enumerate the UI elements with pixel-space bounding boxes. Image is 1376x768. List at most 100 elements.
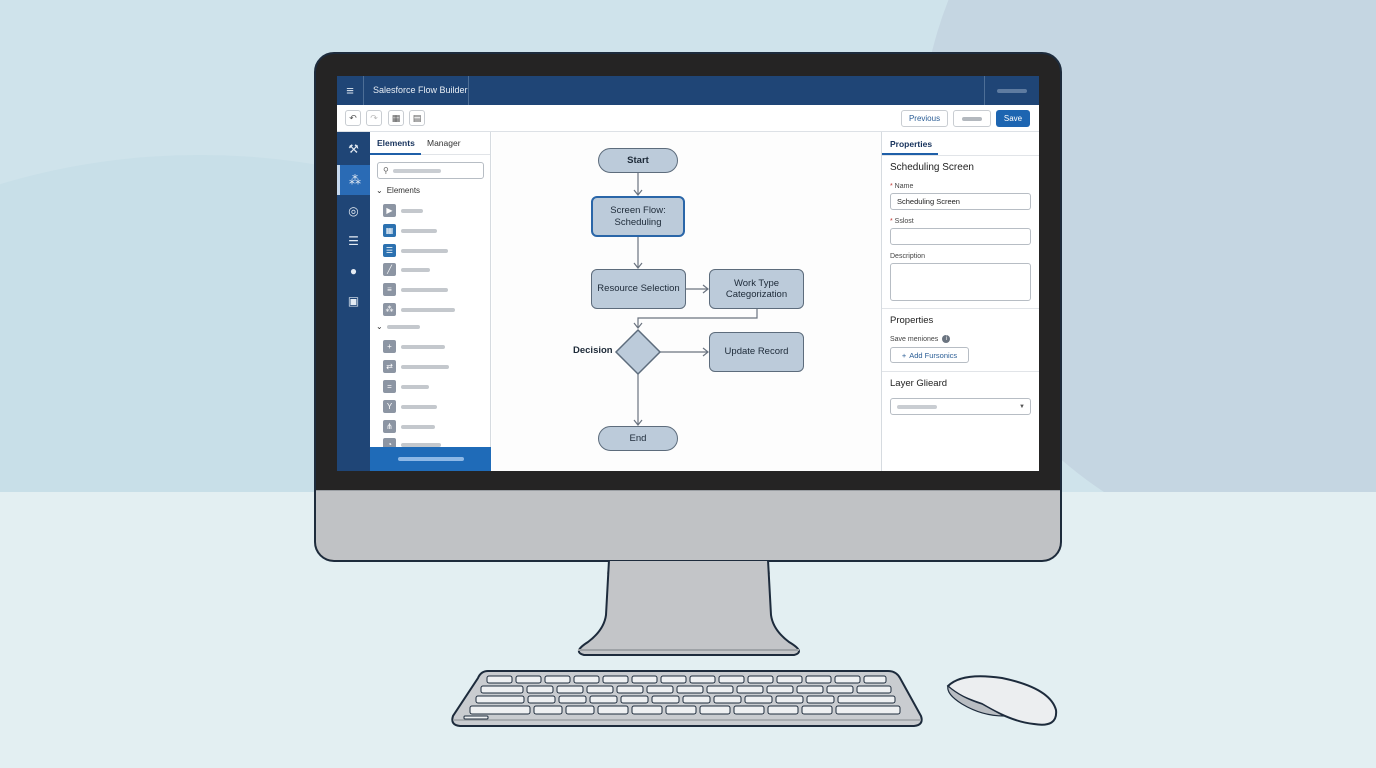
element-title: Scheduling Screen xyxy=(890,162,974,173)
circle-icon: ● xyxy=(349,264,358,278)
placeholder-bar xyxy=(401,267,430,272)
placeholder-bar xyxy=(401,364,449,369)
rail-item-magic-wand[interactable]: ⚒ xyxy=(337,134,370,164)
placeholder-bar xyxy=(997,88,1027,93)
divider xyxy=(882,371,1039,372)
section-group2-header[interactable]: ⌄ xyxy=(376,322,420,331)
app-header: ≡ Salesforce Flow Builder xyxy=(337,76,1039,105)
list-item[interactable]: ⁂ xyxy=(383,303,455,316)
list-item[interactable]: ⋔ xyxy=(383,420,435,433)
keyboard xyxy=(451,670,923,727)
description-field[interactable] xyxy=(890,263,1031,301)
grid-icon: ▦ xyxy=(391,112,401,123)
tab-properties[interactable]: Properties xyxy=(890,139,933,149)
secondary-button[interactable] xyxy=(953,110,991,127)
edit-icon: ╱ xyxy=(383,263,396,276)
list-item[interactable]: Y xyxy=(383,400,437,413)
hamburger-icon[interactable]: ≡ xyxy=(337,76,364,105)
plus-icon: + xyxy=(901,350,907,360)
properties-panel: Properties Scheduling Screen * Name Sche… xyxy=(881,132,1039,471)
add-button[interactable]: + Add Fursonics xyxy=(890,347,969,363)
flow-canvas[interactable]: Start Screen Flow: Scheduling Resource S… xyxy=(492,132,881,471)
list-item[interactable]: ≡ xyxy=(383,283,448,296)
node-resource-selection[interactable]: Resource Selection xyxy=(591,269,686,309)
rail-item-list[interactable]: ☰ xyxy=(337,226,370,256)
list-item[interactable]: ▦ xyxy=(383,224,437,237)
list-item[interactable]: ▶ xyxy=(383,204,423,217)
node-update-record[interactable]: Update Record xyxy=(709,332,804,372)
wand-icon: ⚒ xyxy=(348,142,359,156)
placeholder-bar xyxy=(897,404,937,409)
rail-item-circle[interactable]: ● xyxy=(337,256,370,286)
list-item[interactable]: ⇄ xyxy=(383,360,449,373)
decision-diamond xyxy=(614,328,662,376)
active-tab-indicator xyxy=(882,153,938,155)
tab-elements[interactable]: Elements xyxy=(377,138,415,148)
select-label: * Sslost xyxy=(890,218,914,225)
briefcase-icon: ▣ xyxy=(347,294,360,308)
auto-layout-button[interactable]: ▦ xyxy=(388,110,404,126)
layer-dropdown[interactable]: ▼ xyxy=(890,398,1031,415)
rail-item-elements[interactable]: ⁂ xyxy=(337,165,370,195)
node-work-type-categorization[interactable]: Work Type Categorization xyxy=(709,269,804,309)
previous-button[interactable]: Previous xyxy=(901,110,948,127)
clipboard-icon: ▤ xyxy=(412,112,422,123)
redo-button[interactable]: ↷ xyxy=(366,110,382,126)
node-screen-flow[interactable]: Screen Flow: Scheduling xyxy=(591,196,685,237)
placeholder-bar xyxy=(386,324,420,329)
select-field[interactable] xyxy=(890,228,1031,245)
placeholder-bar xyxy=(401,287,448,292)
list-item[interactable]: ☰ xyxy=(383,244,448,257)
connections-icon: ◎ xyxy=(348,204,359,218)
layer-section-title: Layer Glieard xyxy=(890,378,948,389)
redo-icon: ↷ xyxy=(370,112,378,123)
screen-icon: ▦ xyxy=(383,224,396,237)
divider xyxy=(882,308,1039,309)
play-icon: ▶ xyxy=(383,204,396,217)
chevron-down-icon: ⌄ xyxy=(376,186,383,195)
placeholder-bar xyxy=(401,307,455,312)
search-icon: ⚲ xyxy=(383,166,389,175)
placeholder-bar xyxy=(401,442,441,447)
placeholder-bar xyxy=(401,248,448,253)
clipboard-button[interactable]: ▤ xyxy=(409,110,425,126)
placeholder-bar xyxy=(401,404,437,409)
name-field[interactable]: Scheduling Screen xyxy=(890,193,1031,210)
node-start[interactable]: Start xyxy=(598,148,678,173)
list-icon: ≡ xyxy=(383,283,396,296)
tab-manager[interactable]: Manager xyxy=(427,138,461,148)
list-item[interactable]: + xyxy=(383,340,445,353)
rail-item-briefcase[interactable]: ▣ xyxy=(337,286,370,316)
node-decision-label[interactable]: Decision xyxy=(573,345,613,356)
placeholder-bar xyxy=(401,208,423,213)
header-user-area[interactable] xyxy=(984,76,1039,105)
placeholder-bar xyxy=(401,384,429,389)
panel-footer-button[interactable] xyxy=(370,447,491,471)
list-item[interactable]: ╱ xyxy=(383,263,430,276)
info-icon[interactable]: i xyxy=(942,335,951,343)
section-title: Elements xyxy=(386,186,421,195)
description-label: Description xyxy=(890,253,926,260)
placeholder-bar xyxy=(401,228,437,233)
branch-icon: Y xyxy=(383,400,396,413)
properties-section-title: Properties xyxy=(890,315,934,326)
form-icon: ☰ xyxy=(383,244,396,257)
toolbar: ↶ ↷ ▦ ▤ Previous Save xyxy=(337,105,1039,132)
placeholder-bar xyxy=(397,457,464,461)
list-item[interactable]: = xyxy=(383,380,429,393)
elements-icon: ⁂ xyxy=(349,173,361,187)
monitor-chin xyxy=(316,490,1060,560)
node-end[interactable]: End xyxy=(598,426,678,451)
search-input[interactable]: ⚲ xyxy=(377,162,484,179)
rail-item-connections[interactable]: ◎ xyxy=(337,196,370,226)
save-button[interactable]: Save xyxy=(996,110,1030,127)
undo-button[interactable]: ↶ xyxy=(345,110,361,126)
chevron-down-icon: ⌄ xyxy=(376,322,383,331)
placeholder-bar xyxy=(392,168,441,173)
plus-icon: + xyxy=(383,340,396,353)
list-icon: ☰ xyxy=(348,234,359,248)
hierarchy-icon: ⁂ xyxy=(383,303,396,316)
elements-panel: Elements Manager ⚲ ⌄ Elements ▶ ▦ ☰ ╱ xyxy=(370,132,491,471)
connectors xyxy=(614,173,758,426)
section-elements-header[interactable]: ⌄ Elements xyxy=(376,186,420,195)
